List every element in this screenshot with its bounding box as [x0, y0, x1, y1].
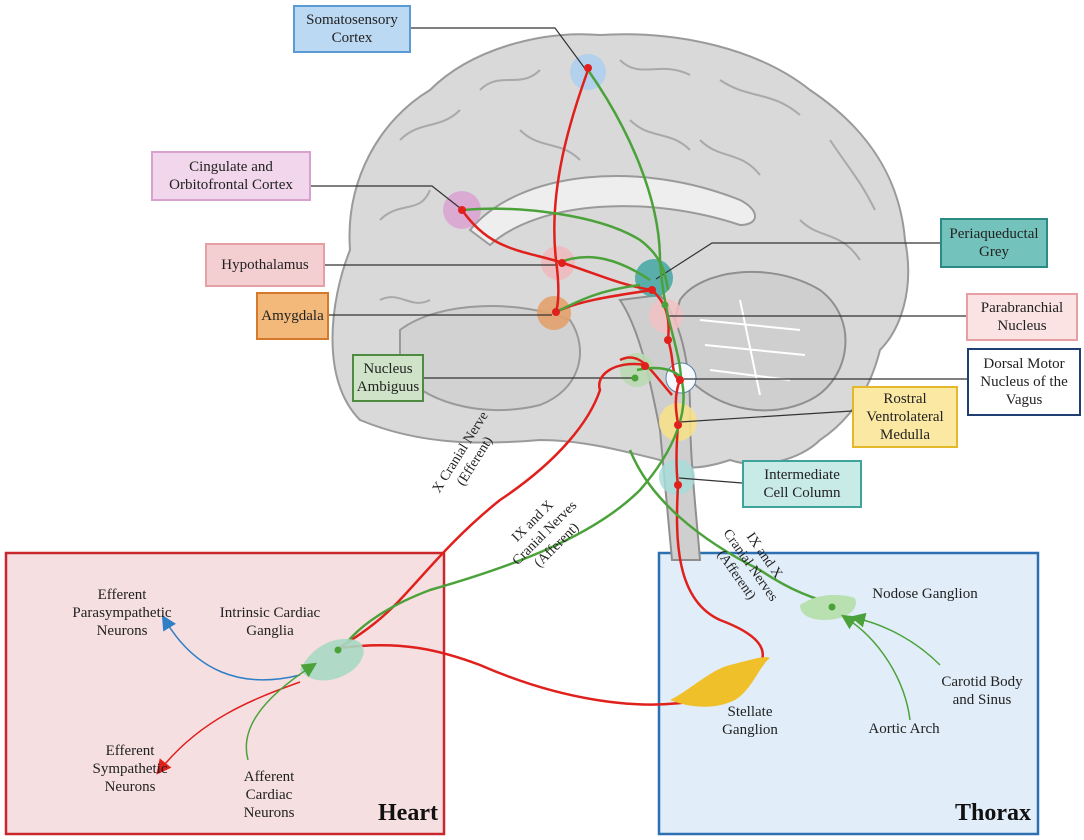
aortic-arch-label: Aortic Arch — [868, 721, 940, 737]
stellate-ganglion-shape — [670, 657, 770, 707]
nodose-dot — [828, 603, 836, 611]
hypothalamus-label: Hypothalamus — [205, 243, 325, 287]
nodose-ganglion-label: Nodose Ganglion — [872, 586, 978, 602]
heart-panel — [4, 551, 446, 836]
junction-dots — [458, 64, 684, 489]
heart-title: Heart — [378, 800, 438, 826]
aortic-arrow — [840, 614, 911, 721]
nodose-ganglion-shape — [800, 594, 856, 620]
brain-illustration — [331, 33, 910, 561]
amygdala-label: Amygdala — [256, 292, 329, 340]
parasympathetic-arrow — [161, 614, 301, 681]
carotid-arrow — [850, 612, 941, 666]
afferent-cardiac-arrow — [245, 662, 318, 761]
parabranchial-region — [649, 299, 683, 333]
thorax-title: Thorax — [955, 800, 1032, 826]
intrinsic-dot — [334, 646, 342, 654]
afferent-paths — [344, 69, 841, 646]
